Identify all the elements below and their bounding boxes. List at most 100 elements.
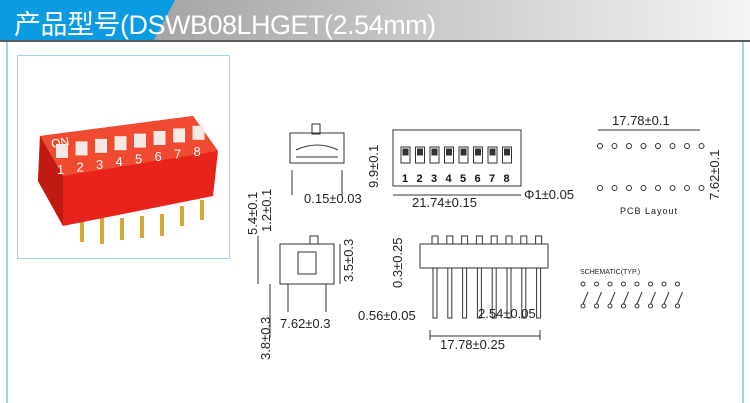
dim-pcb-span: 17.78±0.1 [612,113,670,128]
schematic-contact [648,281,653,287]
header-accent [0,0,175,40]
pin-top [520,235,528,245]
pcb-hole [698,185,705,191]
dim-pcb-row-spacing: 7.62±0.1 [707,149,722,200]
schematic-label: SCHEMATIC(TYP.) [580,269,640,276]
switch-key [114,136,127,151]
dim-side-height: 9.9±0.1 [366,145,381,188]
top-key-knob [460,148,467,156]
schematic-switch-lever [609,291,616,305]
pin [521,267,527,319]
pcb-hole [655,185,661,191]
schematic-switch-lever [623,291,629,305]
switch-key [153,131,166,145]
pcb-hole [597,185,603,191]
top-key [473,146,483,164]
pcb-hole [611,185,618,191]
dim-actuator-height: 1.2±0.1 [259,189,274,232]
top-key-number: 5 [460,173,466,185]
schematic-contact [621,281,626,287]
top-key-knob [431,148,438,156]
pcb-hole [640,185,647,191]
top-view [392,129,522,196]
pcb-layout-holes [597,143,705,191]
top-key [400,146,411,164]
schematic-contact [594,303,599,309]
pcb-layout-label: PCB Layout [620,206,678,216]
top-key [444,146,454,164]
pcb-hole [669,185,676,191]
pcb-hole [640,143,647,149]
pin [506,267,512,319]
schematic-contact [594,281,599,287]
pcb-hole [669,143,676,149]
switch-keys [56,125,205,158]
pin-top [431,235,439,245]
pcb-hole [626,143,632,149]
content-frame [6,42,744,403]
top-key [429,146,440,164]
switch-number: 4 [116,154,123,169]
dim-side-gap: 0.15±0.03 [304,191,362,206]
front-view [419,243,549,340]
dim-total-height: 5.4±0.1 [245,192,260,235]
switch-key [173,128,185,143]
pcb-hole [597,143,603,149]
switch-number: 6 [155,149,162,164]
dim-pin-pitch: 2.54±0.05 [478,306,536,321]
page-title: 产品型号(DSWB08LHGET(2.54mm) [14,10,436,40]
header-bar: 产品型号(DSWB08LHGET(2.54mm) [0,0,750,40]
pin-top [446,235,454,245]
schematic-contact [634,303,640,309]
dim-row-spacing: 7.62±0.3 [280,316,331,331]
pin [447,267,453,319]
switch-key [134,133,146,148]
side-view-top [289,123,345,195]
pin [491,267,497,319]
pcb-hole [655,143,661,149]
top-key-knob [489,148,496,156]
schematic-switch-lever [582,291,589,305]
header-divider [0,40,750,42]
schematic-switch-lever [677,291,683,305]
top-key-number: 6 [475,173,481,185]
dim-pin-length: 3.8±0.3 [258,317,273,360]
top-key-knob [475,148,481,156]
top-key-knob [504,148,510,156]
switch-key [95,138,107,153]
switch-key [56,144,68,158]
top-key-knob [417,148,423,156]
side-view-bottom [257,235,341,338]
schematic-contact [675,281,680,287]
schematic-contact [607,281,613,287]
switch-number: 1 [57,162,64,177]
pcb-hole [626,185,632,191]
top-key [415,146,425,164]
pin-top [490,235,498,245]
top-key-number: 7 [489,173,495,185]
schematic-contact [607,303,613,309]
pin-top [505,235,513,245]
pcb-hole [698,143,705,149]
dim-body-length: 21.74±0.15 [412,195,477,210]
schematic-switch-lever [596,291,602,305]
top-key-number: 2 [417,173,423,185]
switch-pins [80,200,204,244]
pin [476,267,482,319]
schematic-switch-lever [636,291,643,305]
pin-top [461,235,469,245]
top-key-number: 3 [431,173,437,185]
switch-number: 2 [77,159,84,174]
schematic-switch-lever [663,291,670,305]
top-key-knob [446,148,452,156]
schematic-contact [580,281,586,287]
pin [536,267,542,319]
schematic-contact [580,303,586,309]
top-key-number: 4 [446,173,453,185]
dim-hole-diameter: Φ1±0.05 [524,187,574,202]
switch-number: 8 [194,144,201,159]
schematic-contact [661,303,667,309]
